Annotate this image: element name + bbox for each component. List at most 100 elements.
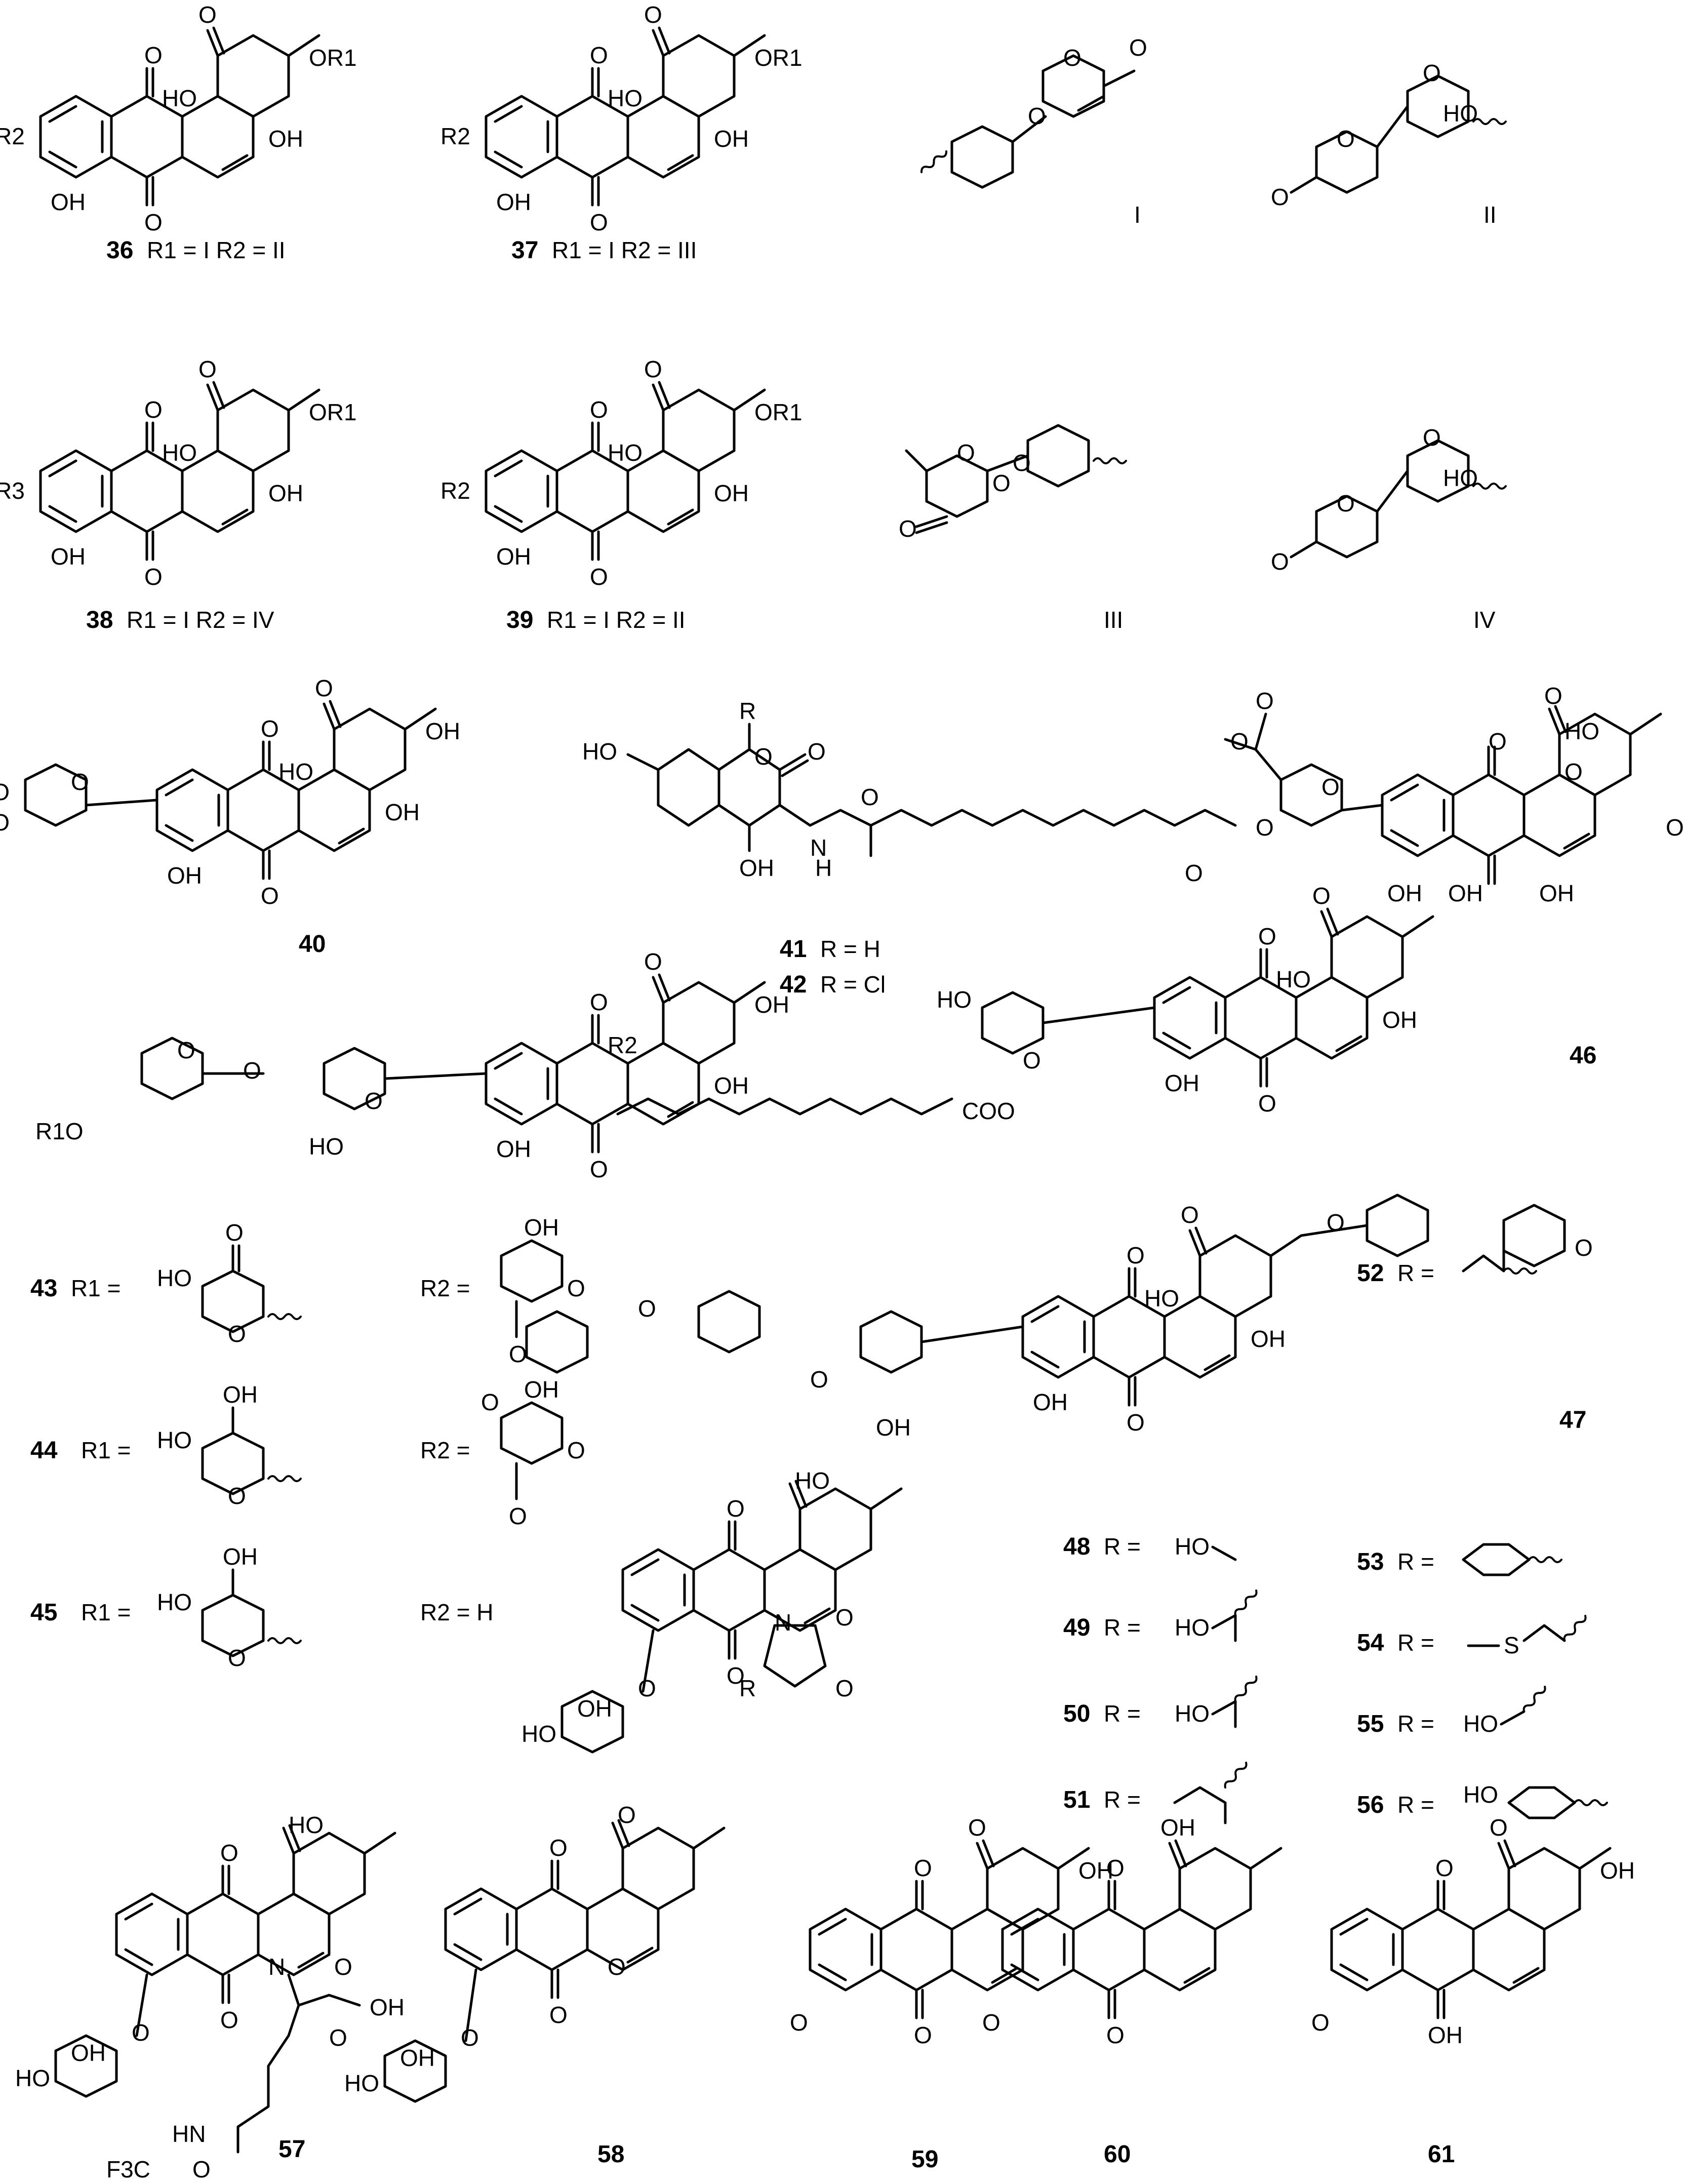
atom-o: O <box>1256 688 1274 714</box>
atom-r2: R2 <box>440 478 470 504</box>
atom-o: O <box>982 2009 1000 2036</box>
atom-o: O <box>1544 683 1562 709</box>
compound-58: O O O O O OH HO <box>344 1802 724 2101</box>
compound-48-56-parent: O O HO N O O R O OH HO <box>521 1467 901 1752</box>
atom-o: O <box>549 2002 568 2028</box>
atom-o: O <box>71 769 89 795</box>
compound-substituents: R1 = I R2 = IV <box>127 607 274 633</box>
atom-o: O <box>365 1088 383 1114</box>
atom-f3c: F3C <box>106 2156 150 2182</box>
atom-oh: OH <box>577 1695 612 1722</box>
compound-substituents: R = <box>1397 1792 1434 1818</box>
atom-o: O <box>590 564 608 590</box>
compound-36: O O O HO OH OR1 R2 OH <box>0 2 357 235</box>
atom-ho: HO <box>1463 1711 1498 1737</box>
atom-r2: R2 <box>608 1032 637 1058</box>
atom-o: O <box>481 1389 499 1415</box>
atom-o: O <box>1129 34 1147 61</box>
atom-oh: OH <box>1539 880 1574 906</box>
atom-oh: OH <box>51 189 86 215</box>
atom-o: O <box>243 1057 261 1084</box>
compound-substituents: R1 = <box>81 1437 131 1463</box>
compound-60: O O OH O <box>982 1814 1281 2048</box>
atom-s: S <box>1504 1632 1519 1658</box>
compound-number: 49 <box>1063 1614 1090 1641</box>
atom-o: O <box>1423 60 1441 86</box>
compound-number: 59 <box>911 2146 938 2173</box>
atom-ho: HO <box>608 85 643 111</box>
atom-oh: OH <box>167 862 202 889</box>
atom-o: O <box>144 42 163 68</box>
atom-o: O <box>1312 883 1331 909</box>
atom-o: O <box>1127 1409 1145 1436</box>
atom-o: O <box>608 1954 626 1980</box>
compound-number: 50 <box>1063 1700 1090 1727</box>
atom-o: O <box>914 1855 932 1881</box>
atom-o: O <box>220 2007 238 2033</box>
r1-sugar-43: O HO O <box>157 1219 302 1347</box>
atom-oh: OH <box>385 799 420 825</box>
r2-label: R2 = H <box>420 1599 493 1625</box>
compound-number: 56 <box>1357 1792 1384 1818</box>
atom-o: O <box>1256 814 1274 841</box>
atom-o: O <box>1423 424 1441 451</box>
atom-oh: OH <box>400 2045 435 2071</box>
atom-oh: OH <box>876 1414 911 1441</box>
compound-substituents: R = <box>1104 1786 1141 1813</box>
atom-oh: OH <box>714 126 749 152</box>
atom-oh: OH <box>1033 1389 1068 1415</box>
atom-oh: OH <box>51 543 86 570</box>
atom-oh: OH <box>1448 880 1483 906</box>
compound-number: 36 <box>106 237 133 264</box>
atom-n: N <box>775 1609 791 1636</box>
atom-o: O <box>810 1366 828 1393</box>
atom-ho: HO <box>344 2070 379 2096</box>
atom-oh: OH <box>496 543 531 570</box>
atom-o: O <box>144 396 163 423</box>
compound-substituents: R1 = I R2 = II <box>547 607 686 633</box>
atom-ho: HO <box>1175 1533 1210 1560</box>
compound-number: 58 <box>597 2141 624 2168</box>
compound-substituents: R = Cl <box>820 971 886 998</box>
atom-oh: OH <box>524 1214 559 1241</box>
compound-number: 55 <box>1357 1711 1384 1737</box>
compound-47: O O O HO OH OH OH O O O O O <box>481 1195 1593 1441</box>
atom-ho: HO <box>309 1133 344 1160</box>
compound-number: 41 <box>780 936 807 963</box>
atom-o: O <box>644 356 662 382</box>
compound-number: 51 <box>1063 1786 1090 1813</box>
atom-or1: OR1 <box>754 399 803 425</box>
fragment-III: O O O O <box>899 425 1127 542</box>
compound-substituents: R = <box>1104 1533 1141 1560</box>
atom-ho: HO <box>521 1721 556 1747</box>
compound-number: 42 <box>780 971 807 998</box>
atom-o: O <box>1489 728 1507 755</box>
r1-sugar-45: OH HO O <box>157 1543 302 1671</box>
atom-o: O <box>914 2022 932 2048</box>
atom-o: O <box>861 784 879 810</box>
atom-o: O <box>144 564 163 590</box>
atom-h: H <box>815 855 832 881</box>
atom-o: O <box>754 743 773 770</box>
atom-o: O <box>132 2019 150 2046</box>
compound-41-42: R HO O O OH N H O O O O O O O O HO O OH … <box>582 683 1685 906</box>
atom-o: O <box>638 1675 656 1701</box>
atom-oh: OH <box>1160 1814 1195 1841</box>
compound-number: 52 <box>1357 1260 1384 1287</box>
atom-oh: OH <box>1428 2022 1463 2048</box>
atom-oh: OH <box>268 126 303 152</box>
compound-substituents: R = H <box>820 936 880 962</box>
fragment-label: IV <box>1473 607 1496 633</box>
atom-o: O <box>1321 774 1340 800</box>
atom-o: O <box>1258 1090 1276 1117</box>
atom-o: O <box>509 1341 527 1367</box>
atom-ho: HO <box>1276 966 1311 992</box>
compound-40: O O O HO OH OH OH O HO HO <box>0 675 460 909</box>
atom-o: O <box>509 1503 527 1529</box>
atom-oh: OH <box>714 1073 749 1099</box>
atom-ho: HO <box>608 440 643 466</box>
fragment-I: O O O <box>918 34 1147 187</box>
atom-o: O <box>644 948 662 975</box>
atom-o: O <box>1311 2009 1330 2036</box>
